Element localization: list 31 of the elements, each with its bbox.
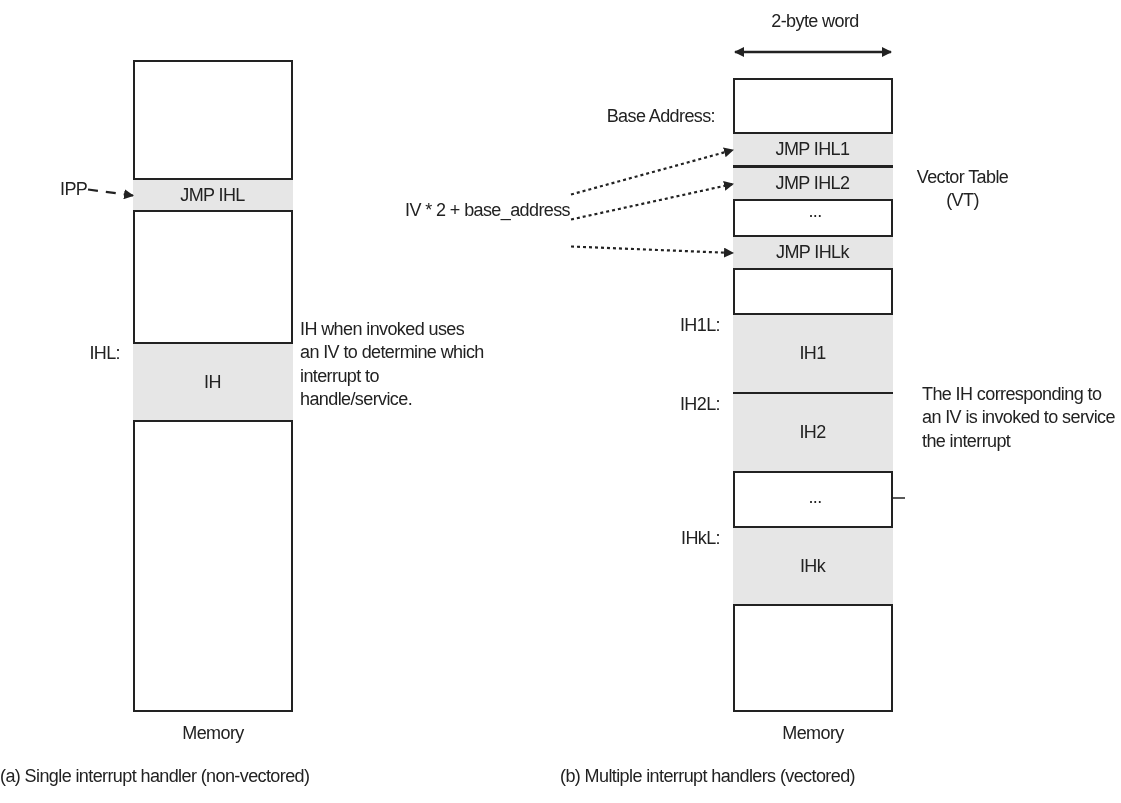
memory-column xyxy=(733,78,893,712)
ellipsis: ... xyxy=(807,486,823,509)
memory-cell: JMP IHLk xyxy=(732,235,893,270)
arrow xyxy=(570,181,734,221)
memory-caption: Memory xyxy=(781,722,845,745)
note-text: IH when invoked uses an IV to determine which interrupt to handle/service. xyxy=(300,318,485,412)
address-label: IHL: xyxy=(88,342,120,365)
arrow xyxy=(570,147,734,196)
memory-cell: IH2 xyxy=(732,392,893,473)
pointer-label: IPP xyxy=(60,178,88,202)
memory-cell: IHk xyxy=(732,526,893,606)
memory-cell: IH xyxy=(132,342,293,422)
arrow xyxy=(570,245,734,258)
caption: (a) Single interrupt handler (non-vectored) xyxy=(0,765,311,788)
memory-cell: JMP IHL xyxy=(132,178,293,212)
address-label: IHkL: xyxy=(680,527,720,550)
address-label: IH1L: xyxy=(678,314,720,337)
memory-cell: IH1 xyxy=(732,313,893,394)
memory-column xyxy=(133,60,293,712)
address-label: Base Address: xyxy=(605,105,715,128)
table-label: Vector Table (VT) xyxy=(915,166,1010,213)
dimension-label: 2-byte word xyxy=(770,10,860,33)
note-text: The IH corresponding to an IV is invoked to service the interrupt xyxy=(922,383,1116,453)
caption: (b) Multiple interrupt handlers (vectored) xyxy=(560,765,856,788)
memory-cell: JMP IHL2 xyxy=(732,166,893,201)
memory-cell: JMP IHL1 xyxy=(732,132,893,167)
ellipsis: ... xyxy=(807,200,823,223)
memory-caption: Memory xyxy=(181,722,245,745)
address-label: IH2L: xyxy=(678,393,720,416)
arrow xyxy=(87,188,134,200)
pointer-label: IV * 2 + base_address xyxy=(405,199,571,223)
